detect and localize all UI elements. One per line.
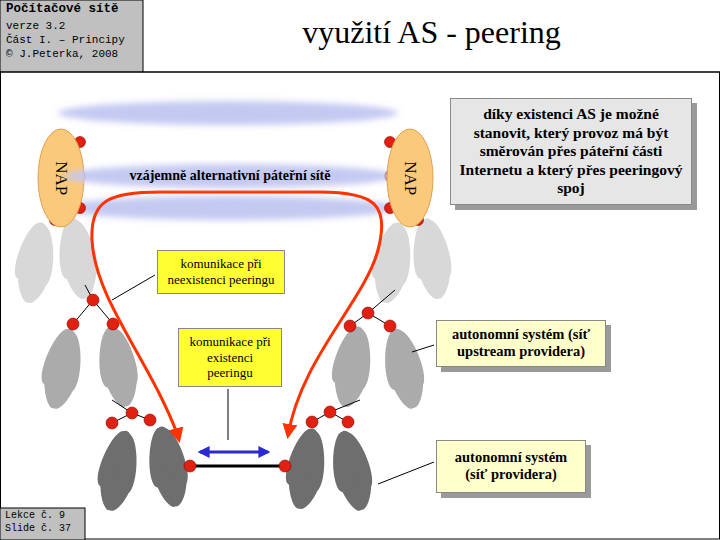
callout-box: autonomní systém (síť providera) <box>436 440 586 493</box>
slide-number: Lekce č. 9 <box>5 510 65 521</box>
slide-frame <box>1 72 720 539</box>
nap-label: NAP <box>400 161 420 195</box>
peering-arrow <box>200 451 268 454</box>
backbone-band: vzájemně alternativní páteřní sítě <box>60 160 400 192</box>
router-dots <box>50 137 424 473</box>
as-clouds <box>5 214 460 517</box>
callout-box: komunikace při neexistenci peeringu <box>157 250 285 294</box>
header-text: Počítačové sítě <box>6 2 119 16</box>
node-text: díky existenci AS je možné stanovit, kte… <box>457 105 685 198</box>
backbone-band <box>58 101 398 125</box>
leader-lines <box>112 275 434 484</box>
node-text: autonomní systém (síť upstream providera… <box>443 326 599 361</box>
slide-number: Slide č. 37 <box>5 523 71 534</box>
header-text: verze 3.2 <box>6 20 65 32</box>
backbone-route-head <box>178 436 179 440</box>
callout-box: komunikace při existenci peeringu <box>178 328 282 387</box>
node-text: komunikace při neexistenci peeringu <box>162 256 280 287</box>
slide-title: využití AS - peering <box>143 14 720 51</box>
node-text: vzájemně alternativní páteřní sítě <box>129 168 330 185</box>
footer-panel <box>0 508 85 540</box>
backbone-route <box>92 192 382 436</box>
info-box: díky existenci AS je možné stanovit, kte… <box>450 98 692 205</box>
header-text: © J.Peterka, 2008 <box>6 48 118 60</box>
nap-ellipse: NAP <box>386 128 434 228</box>
node-text: autonomní systém (síť providera) <box>443 449 579 484</box>
node-text: komunikace při existenci peeringu <box>183 334 277 381</box>
header-panel <box>0 0 143 72</box>
callout-box: autonomní systém (síť upstream providera… <box>436 320 606 367</box>
header-text: Část I. – Principy <box>6 34 125 46</box>
